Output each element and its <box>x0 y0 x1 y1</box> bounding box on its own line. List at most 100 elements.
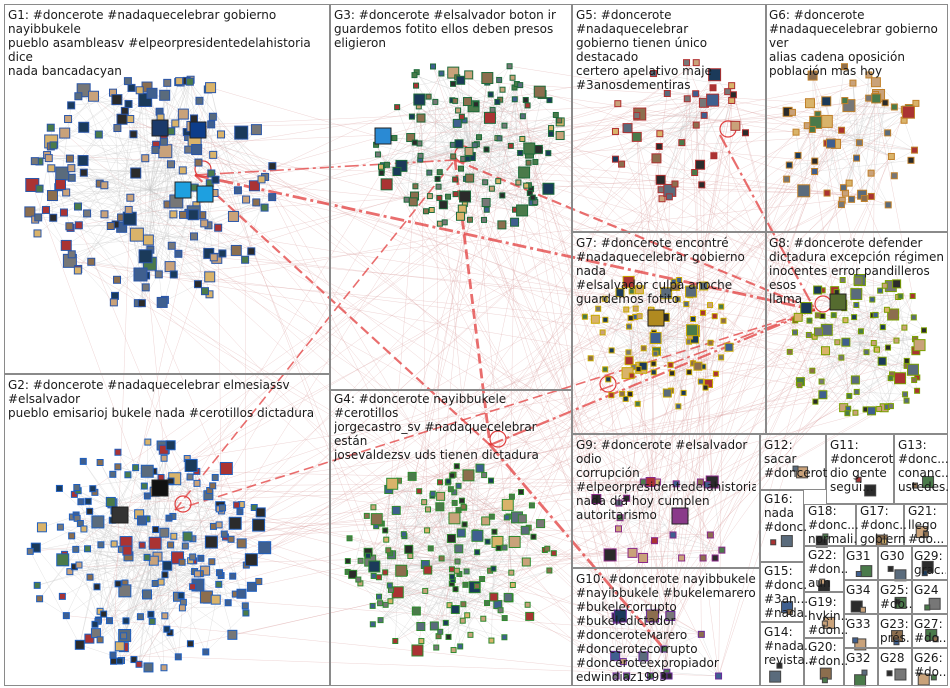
node[interactable] <box>812 169 818 175</box>
node[interactable] <box>557 118 562 123</box>
node[interactable] <box>231 245 241 255</box>
node[interactable] <box>596 306 601 311</box>
node[interactable] <box>827 139 836 148</box>
node[interactable] <box>453 98 458 103</box>
node[interactable] <box>166 441 175 450</box>
node[interactable] <box>147 88 157 98</box>
node[interactable] <box>376 575 381 580</box>
node[interactable] <box>55 180 65 190</box>
node[interactable] <box>456 108 461 113</box>
node[interactable] <box>243 610 249 616</box>
node[interactable] <box>443 620 448 625</box>
node[interactable] <box>210 523 216 529</box>
node[interactable] <box>786 162 792 168</box>
node[interactable] <box>425 528 430 533</box>
node[interactable] <box>80 169 87 176</box>
node[interactable] <box>145 439 151 445</box>
node[interactable] <box>74 203 81 210</box>
node[interactable] <box>209 113 216 120</box>
node[interactable] <box>124 78 131 85</box>
node[interactable] <box>426 94 431 99</box>
node[interactable] <box>880 325 885 330</box>
node[interactable] <box>148 611 154 617</box>
node[interactable] <box>225 600 231 606</box>
node[interactable] <box>620 391 625 396</box>
node[interactable] <box>253 519 265 531</box>
node[interactable] <box>509 570 514 575</box>
node[interactable] <box>428 546 433 551</box>
node[interactable] <box>76 562 82 568</box>
node[interactable] <box>481 616 486 621</box>
node[interactable] <box>521 526 529 534</box>
node[interactable] <box>652 154 661 163</box>
node[interactable] <box>149 537 161 549</box>
node[interactable] <box>474 584 479 589</box>
node[interactable] <box>635 401 640 406</box>
node[interactable] <box>510 582 515 587</box>
node[interactable] <box>891 104 897 110</box>
node[interactable] <box>439 201 447 209</box>
node[interactable] <box>721 318 726 323</box>
node[interactable] <box>882 100 888 106</box>
node[interactable] <box>414 94 425 105</box>
node[interactable] <box>795 152 801 158</box>
node[interactable] <box>243 196 250 203</box>
node[interactable] <box>84 210 91 217</box>
node[interactable] <box>484 112 495 123</box>
node[interactable] <box>186 78 193 85</box>
node[interactable] <box>95 131 102 138</box>
node[interactable] <box>633 306 638 311</box>
node[interactable] <box>525 602 530 607</box>
node[interactable] <box>490 107 495 112</box>
node[interactable] <box>878 357 886 365</box>
node[interactable] <box>455 559 460 564</box>
node[interactable] <box>261 204 268 211</box>
node[interactable] <box>168 542 174 548</box>
node[interactable] <box>180 211 187 218</box>
node[interactable] <box>66 155 73 162</box>
node[interactable] <box>168 128 175 135</box>
node[interactable] <box>888 153 894 159</box>
node[interactable] <box>868 407 876 415</box>
node[interactable] <box>392 136 397 141</box>
node[interactable] <box>806 332 811 337</box>
node[interactable] <box>404 197 409 202</box>
node[interactable] <box>417 489 422 494</box>
node[interactable] <box>34 582 40 588</box>
node[interactable] <box>371 505 376 510</box>
node[interactable] <box>517 205 528 216</box>
node[interactable] <box>57 524 63 530</box>
node[interactable] <box>121 633 127 639</box>
node[interactable] <box>347 536 352 541</box>
node[interactable] <box>468 632 473 637</box>
node[interactable] <box>712 314 717 319</box>
node[interactable] <box>545 546 550 551</box>
node[interactable] <box>65 116 72 123</box>
node[interactable] <box>450 567 455 572</box>
node[interactable] <box>190 554 196 560</box>
node[interactable] <box>908 157 914 163</box>
node[interactable] <box>549 126 554 131</box>
node[interactable] <box>853 410 858 415</box>
node[interactable] <box>525 103 530 108</box>
node[interactable] <box>364 513 369 518</box>
node[interactable] <box>653 351 658 356</box>
node[interactable] <box>603 317 608 322</box>
node[interactable] <box>413 184 418 189</box>
node[interactable] <box>874 347 879 352</box>
node[interactable] <box>534 86 545 97</box>
node[interactable] <box>134 268 147 281</box>
node[interactable] <box>371 573 376 578</box>
node[interactable] <box>142 155 149 162</box>
node[interactable] <box>460 191 471 202</box>
node[interactable] <box>911 315 916 320</box>
node[interactable] <box>387 478 398 489</box>
node[interactable] <box>269 194 276 201</box>
node[interactable] <box>451 605 459 613</box>
node[interactable] <box>530 195 535 200</box>
node[interactable] <box>210 483 216 489</box>
node[interactable] <box>861 195 867 201</box>
node[interactable] <box>256 508 265 517</box>
node[interactable] <box>164 79 171 86</box>
node[interactable] <box>48 165 55 172</box>
